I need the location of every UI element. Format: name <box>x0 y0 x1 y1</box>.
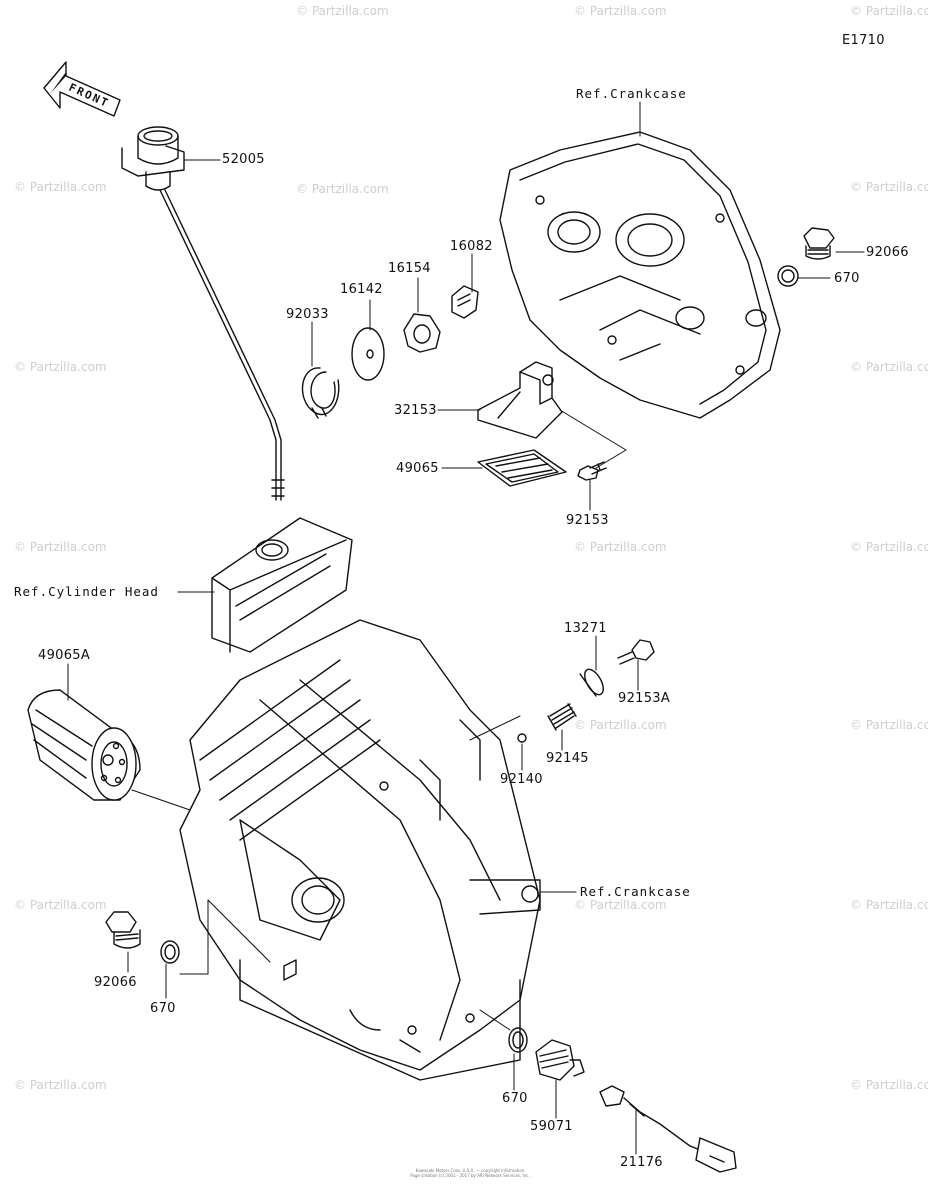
part-label-16154[interactable]: 16154 <box>388 261 431 276</box>
dipstick-cap <box>121 126 185 191</box>
watermark: © Partzilla.com <box>14 898 107 912</box>
part-label-52005[interactable]: 52005 <box>222 152 265 167</box>
part-label-92033[interactable]: 92033 <box>286 307 329 322</box>
part-label-32153[interactable]: 32153 <box>394 403 437 418</box>
watermark: © Partzilla.com <box>14 1078 107 1092</box>
relief-valve-oring <box>579 668 604 697</box>
footer-line-1: Kawasaki Motors Corp. U.S.A. — copyright… <box>415 1168 525 1173</box>
pump-body <box>477 361 563 439</box>
pressure-switch <box>535 1039 585 1081</box>
part-label-670-bottom[interactable]: 670 <box>150 1001 176 1016</box>
gasket-top <box>777 265 799 287</box>
part-label-49065[interactable]: 49065 <box>396 461 439 476</box>
oil-strainer <box>477 449 567 487</box>
drain-plug-bottom <box>105 911 141 949</box>
ref-crankcase-bottom: Ref.Crankcase <box>580 884 691 899</box>
part-label-13271[interactable]: 13271 <box>564 621 607 636</box>
watermark: © Partzilla.com <box>14 540 107 554</box>
bolt-92153 <box>577 461 607 481</box>
watermark: © Partzilla.com <box>850 4 928 18</box>
oil-filter <box>27 689 141 801</box>
watermark: © Partzilla.com <box>574 540 667 554</box>
part-label-92153A[interactable]: 92153A <box>618 691 671 706</box>
front-label: FRONT <box>67 81 112 110</box>
part-label-92145[interactable]: 92145 <box>546 751 589 766</box>
cylinder-head-block <box>211 517 353 653</box>
watermark: © Partzilla.com <box>14 180 107 194</box>
ref-crankcase-top: Ref.Crankcase <box>576 86 687 101</box>
watermark: © Partzilla.com <box>574 898 667 912</box>
gasket-bottom-left <box>160 940 180 964</box>
watermark: © Partzilla.com <box>850 1078 928 1092</box>
part-label-92066-top[interactable]: 92066 <box>866 245 909 260</box>
relief-spring <box>547 703 577 731</box>
part-label-92066-bottom[interactable]: 92066 <box>94 975 137 990</box>
drain-plug-top <box>803 227 835 260</box>
pump-rotor-outer <box>403 313 441 353</box>
part-label-59071[interactable]: 59071 <box>530 1119 573 1134</box>
footer-line-2: Page creation (c) 2001 - 2017 by ARI Net… <box>410 1173 530 1178</box>
part-label-16082[interactable]: 16082 <box>450 239 493 254</box>
part-label-49065A[interactable]: 49065A <box>38 648 91 663</box>
watermark: © Partzilla.com <box>574 4 667 18</box>
pump-shaft <box>451 285 479 319</box>
watermark: © Partzilla.com <box>296 4 389 18</box>
part-label-670-mid[interactable]: 670 <box>502 1091 528 1106</box>
footer-copyright: Kawasaki Motors Corp. U.S.A. — copyright… <box>340 1168 600 1178</box>
watermark: © Partzilla.com <box>850 898 928 912</box>
relief-ball <box>517 733 527 743</box>
part-label-21176[interactable]: 21176 <box>620 1155 663 1170</box>
watermark: © Partzilla.com <box>574 718 667 732</box>
watermark: © Partzilla.com <box>296 182 389 196</box>
watermark: © Partzilla.com <box>850 540 928 554</box>
part-label-16142[interactable]: 16142 <box>340 282 383 297</box>
bolt-92153A <box>617 639 655 665</box>
leader-lines <box>67 101 865 1155</box>
ref-cylinder-head: Ref.Cylinder Head <box>14 584 159 599</box>
watermark: © Partzilla.com <box>14 360 107 374</box>
engine-crankcase <box>179 619 541 1081</box>
circlip <box>301 367 340 419</box>
part-label-670-top[interactable]: 670 <box>834 271 860 286</box>
part-label-92153[interactable]: 92153 <box>566 513 609 528</box>
part-label-92140[interactable]: 92140 <box>500 772 543 787</box>
crankcase-cover <box>499 131 781 419</box>
watermark: © Partzilla.com <box>850 180 928 194</box>
watermark: © Partzilla.com <box>850 360 928 374</box>
dipstick-rod <box>159 189 285 501</box>
pump-plate <box>351 327 385 381</box>
oil-sensor-harness <box>599 1085 737 1173</box>
diagram-code: E1710 <box>842 33 885 48</box>
front-arrow-icon <box>43 61 121 117</box>
gasket-bottom-mid <box>508 1027 528 1053</box>
watermark: © Partzilla.com <box>850 718 928 732</box>
